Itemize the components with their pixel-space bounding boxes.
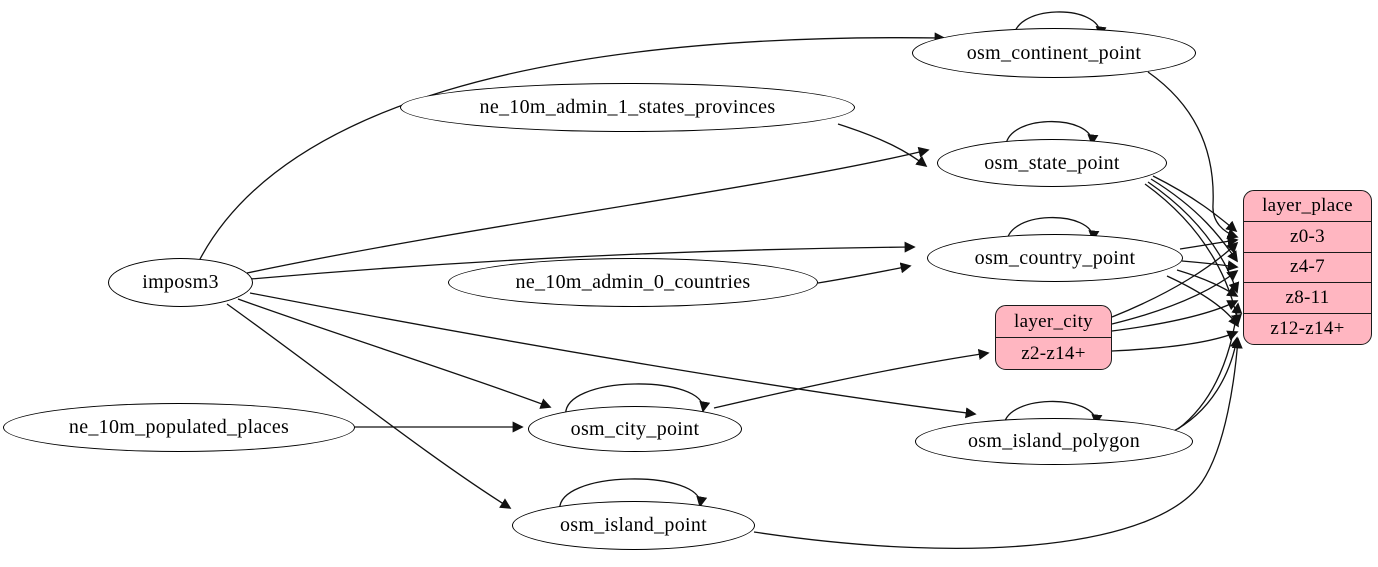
node-ne-10m-admin-1-states-provinces: ne_10m_admin_1_states_provinces bbox=[400, 83, 855, 132]
edge-imposm3-osm-continent-point bbox=[198, 32, 946, 262]
node-osm-state-point: osm_state_point bbox=[937, 139, 1167, 187]
node-osm-country-point: osm_country_point bbox=[927, 234, 1183, 282]
edge-imposm3-osm-city-point bbox=[237, 298, 552, 409]
edge-osm-city-point-layer-city bbox=[713, 348, 990, 409]
edge-imposm3-osm-island-polygon bbox=[249, 292, 977, 419]
edge-osm-state-point-z0-3 bbox=[1152, 175, 1238, 233]
edge-ne-admin1-osm-state-point bbox=[837, 123, 928, 168]
edge-osm-country-point-z4-7 bbox=[1181, 260, 1239, 272]
layer-city-row-z2-z14: z2-z14+ bbox=[996, 337, 1111, 369]
node-layer-place: layer_place z0-3 z4-7 z8-11 z12-z14+ bbox=[1243, 190, 1372, 345]
edge-ne-admin0-osm-country-point bbox=[817, 262, 912, 284]
edge-osm-state-point-z8-11 bbox=[1147, 181, 1240, 294]
edge-imposm3-osm-country-point bbox=[250, 241, 916, 280]
node-osm-island-polygon: osm_island_polygon bbox=[915, 418, 1193, 465]
edge-layer-city-z8-11 bbox=[1111, 300, 1239, 332]
node-ne-10m-populated-places: ne_10m_populated_places bbox=[3, 403, 355, 452]
edge-layer-city-z12-z14 bbox=[1111, 330, 1239, 352]
edge-osm-island-point-z12-z14 bbox=[753, 337, 1243, 549]
node-layer-city: layer_city z2-z14+ bbox=[995, 305, 1112, 370]
edge-imposm3-osm-state-point bbox=[246, 146, 930, 274]
node-ne-10m-admin-0-countries: ne_10m_admin_0_countries bbox=[448, 258, 818, 307]
layer-place-row-z8-11: z8-11 bbox=[1244, 282, 1371, 313]
node-osm-island-point: osm_island_point bbox=[512, 501, 755, 550]
self-loop-osm-island-point bbox=[559, 478, 708, 513]
node-imposm3: imposm3 bbox=[108, 258, 253, 307]
edge-layer-city-z4-7 bbox=[1111, 269, 1239, 325]
layer-place-row-z12-z14: z12-z14+ bbox=[1244, 313, 1371, 344]
layer-city-title: layer_city bbox=[1014, 310, 1093, 332]
edge-osm-country-point-z12-z14 bbox=[1166, 275, 1239, 328]
layer-place-row-z4-7: z4-7 bbox=[1244, 251, 1371, 283]
edge-osm-continent-point-z0-3 bbox=[1147, 71, 1239, 240]
edge-osm-country-point-z0-3 bbox=[1179, 235, 1239, 250]
self-loop-osm-state-point bbox=[1005, 120, 1099, 152]
edge-layer-city-z0-3 bbox=[1111, 241, 1239, 318]
edge-osm-country-point-z8-11 bbox=[1176, 269, 1239, 297]
node-osm-continent-point: osm_continent_point bbox=[912, 28, 1196, 78]
edge-osm-island-polygon-z12-z14 bbox=[1169, 336, 1241, 434]
node-osm-city-point: osm_city_point bbox=[528, 406, 742, 452]
edge-osm-island-polygon-z8-11 bbox=[1177, 302, 1243, 430]
self-loop-osm-city-point bbox=[565, 383, 711, 418]
layer-place-title: layer_place bbox=[1262, 194, 1353, 216]
layer-place-row-z0-3: z0-3 bbox=[1244, 220, 1371, 252]
edge-imposm3-osm-island-point bbox=[226, 303, 512, 509]
